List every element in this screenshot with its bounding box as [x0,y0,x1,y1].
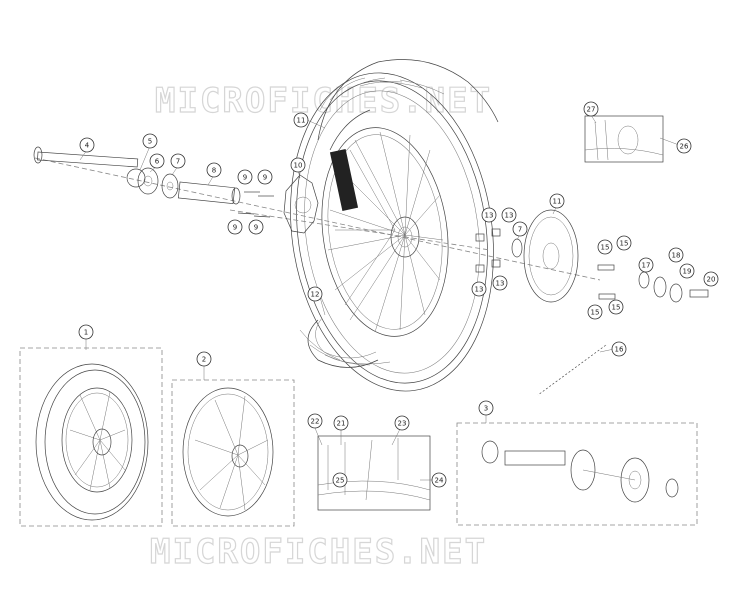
callout-bubble [293,112,309,128]
callout-label: 9 [254,224,258,232]
drive-chain [537,344,607,396]
callout-label: 13 [475,286,484,294]
callout-bubble [478,400,494,416]
callout-label: 19 [683,268,692,276]
callout-label: 22 [311,418,320,426]
callout-bubble [597,239,613,255]
callout-label: 3 [484,405,488,413]
callout-bubble [501,207,517,223]
callout-label: 15 [601,244,610,252]
callout-label: 6 [155,158,160,166]
callout-bubble [333,415,349,431]
callout-bubble [307,286,323,302]
callout-label: 24 [435,477,444,485]
brake-disc [283,174,319,234]
callout-label: 27 [587,106,596,114]
callout-bubble [611,341,627,357]
sprocket-assembly [475,209,709,303]
watermark-bottom: MICROFICHES.NET [150,532,487,572]
callout-bubble [703,271,719,287]
callout-label: 4 [85,142,90,150]
box-spoke-detail [317,435,431,511]
axle-and-spacers [33,146,274,218]
callout-bubble [512,221,528,237]
callout-label: 12 [311,291,320,299]
callout-bubble [142,133,158,149]
callout-label: 9 [233,224,237,232]
callout-bubble [679,263,695,279]
callout-label: 7 [176,158,180,166]
callout-label: 9 [243,174,247,182]
callout-label: 2 [202,356,206,364]
callout-bubble [307,413,323,429]
callout-bubble [206,162,222,178]
callout-bubble [676,138,692,154]
callout-label: 20 [707,276,716,284]
box-hub [456,422,698,526]
callout-label: 16 [615,346,624,354]
callout-label: 1 [84,329,88,337]
callout-label: 13 [496,280,505,288]
leader-lines [79,114,680,481]
callout-label: 15 [612,304,621,312]
callout-label: 7 [518,226,522,234]
box-valve-detail [584,115,664,163]
callout-bubble [668,247,684,263]
callout-bubble [471,281,487,297]
callout-bubble [237,169,253,185]
callout-bubble [196,351,212,367]
callout-bubble [149,153,165,169]
callout-bubble [248,219,264,235]
callout-bubble [78,324,94,340]
callout-bubble [227,219,243,235]
callout-bubble [583,101,599,117]
callout-label: 17 [642,262,651,270]
callout-label: 5 [148,138,152,146]
callout-bubble [394,415,410,431]
callout-bubble [431,472,447,488]
callout-label: 13 [505,212,514,220]
main-wheel-assembly [34,59,601,392]
callout-bubble [638,257,654,273]
callout-bubble [587,304,603,320]
callout-label: 13 [485,212,494,220]
callout-label: 15 [591,309,600,317]
callout-label: 9 [263,174,267,182]
callout-bubble [332,472,348,488]
callout-label: 26 [680,143,689,151]
callout-bubble [549,193,565,209]
callout-bubble [492,275,508,291]
callout-label: 11 [553,198,562,206]
callout-bubble [290,157,306,173]
callout-bubble [608,299,624,315]
callout-label: 21 [337,420,346,428]
callout-label: 10 [294,162,303,170]
callout-bubble [616,235,632,251]
callout-bubble [257,169,273,185]
callout-bubble [481,207,497,223]
box-rim [171,379,295,527]
callout-label: 25 [336,477,345,485]
box-complete-wheel [19,347,163,527]
callout-label: 11 [297,117,306,125]
callout-label: 15 [620,240,629,248]
callout-bubble [79,137,95,153]
callout-label: 8 [212,167,216,175]
callout-label: 23 [398,420,407,428]
callout-bubble [170,153,186,169]
callout-label: 18 [672,252,681,260]
